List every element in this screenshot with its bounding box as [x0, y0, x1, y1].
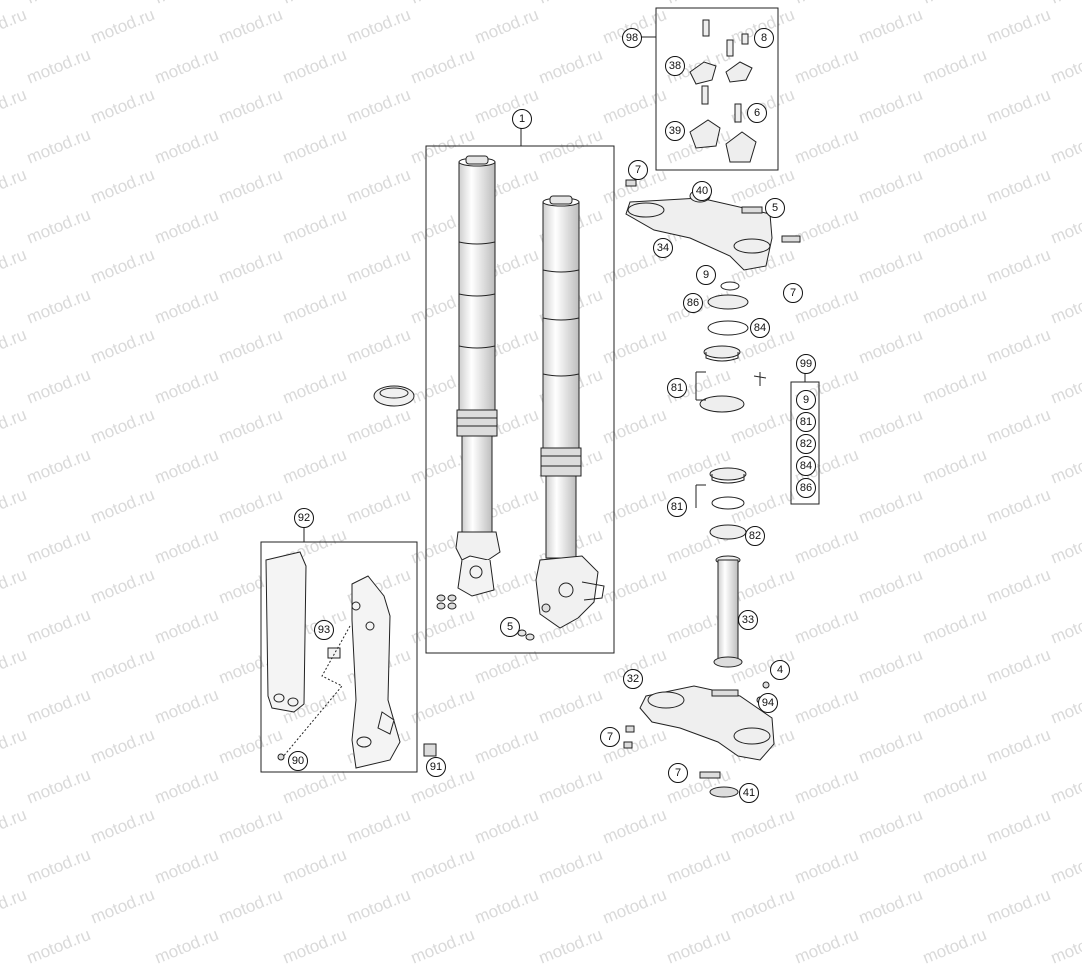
watermark-text: motod.ru	[856, 884, 926, 928]
callout-81-lower: 81	[667, 497, 687, 517]
seal-84	[707, 320, 749, 336]
watermark-text: motod.ru	[152, 924, 222, 968]
watermark-text: motod.ru	[920, 844, 990, 888]
callout-86: 86	[683, 293, 703, 313]
callout-38: 38	[665, 56, 685, 76]
fork-guard-parts	[265, 551, 401, 769]
watermark-text: motod.ru	[216, 884, 286, 928]
callout-39: 39	[665, 121, 685, 141]
watermark-text: motod.ru	[408, 844, 478, 888]
seal-82	[709, 524, 747, 540]
watermark-text: motod.ru	[536, 924, 606, 968]
watermark-text: motod.ru	[0, 884, 30, 928]
callout-82: 82	[745, 526, 765, 546]
callout-5-fork: 5	[500, 617, 520, 637]
watermark-text: motod.ru	[1048, 924, 1082, 968]
upper-clamp-bolts	[625, 179, 801, 243]
callout-kit-81: 81	[796, 412, 816, 432]
watermark-text: motod.ru	[344, 884, 414, 928]
bearing-81-lower	[709, 467, 747, 481]
callout-7-bottom: 7	[668, 763, 688, 783]
watermark-text: motod.ru	[152, 844, 222, 888]
fork-seal-ring	[373, 385, 415, 407]
callout-40: 40	[692, 181, 712, 201]
callout-81-upper: 81	[667, 378, 687, 398]
callout-33: 33	[738, 610, 758, 630]
dust-seal-86	[707, 294, 749, 310]
callout-7-right: 7	[783, 283, 803, 303]
washer-pair	[517, 629, 535, 641]
callout-93: 93	[314, 620, 334, 640]
callout-7-lower: 7	[600, 727, 620, 747]
left-fork-leg	[436, 155, 501, 610]
watermark-text: motod.ru	[984, 884, 1054, 928]
callout-7-top: 7	[628, 160, 648, 180]
watermark-text: motod.ru	[1048, 844, 1082, 888]
right-fork-leg	[535, 195, 605, 629]
watermark-text: motod.ru	[664, 844, 734, 888]
watermark-text: motod.ru	[280, 844, 350, 888]
fork-group-box	[425, 145, 615, 654]
callout-6: 6	[747, 103, 767, 123]
callout-34: 34	[653, 238, 673, 258]
watermark-text: motod.ru	[408, 924, 478, 968]
callout-92: 92	[294, 508, 314, 528]
callout-91: 91	[426, 757, 446, 777]
callout-8: 8	[754, 28, 774, 48]
bearing-81-upper	[703, 345, 741, 359]
bearing-81-race	[699, 395, 745, 413]
callout-5-top: 5	[765, 198, 785, 218]
watermark-text: motod.ru	[792, 924, 862, 968]
watermark-text: motod.ru	[24, 844, 94, 888]
upper-triple-clamp	[625, 189, 773, 271]
watermark-text: motod.ru	[536, 844, 606, 888]
watermark-text: motod.ru	[600, 884, 670, 928]
callout-94: 94	[758, 693, 778, 713]
watermark-text: motod.ru	[280, 924, 350, 968]
callout-kit-9: 9	[796, 390, 816, 410]
callout-kit-84: 84	[796, 456, 816, 476]
callout-99: 99	[796, 354, 816, 374]
lower-triple-clamp	[639, 685, 775, 761]
callout-98: 98	[622, 28, 642, 48]
callout-1: 1	[512, 109, 532, 129]
parts-drawing	[260, 7, 820, 798]
callout-90: 90	[288, 751, 308, 771]
steering-stem	[713, 555, 743, 668]
watermark-text: motod.ru	[920, 924, 990, 968]
callout-kit-86: 86	[796, 478, 816, 498]
clamp-kit-box	[655, 7, 779, 171]
callout-32: 32	[623, 669, 643, 689]
watermark-text: motod.ru	[472, 884, 542, 928]
fork-guard-box	[260, 541, 418, 773]
watermark-text: motod.ru	[24, 924, 94, 968]
callout-9: 9	[696, 265, 716, 285]
watermark-text: motod.ru	[88, 884, 158, 928]
callout-kit-82: 82	[796, 434, 816, 454]
callout-4: 4	[770, 660, 790, 680]
callout-41: 41	[739, 783, 759, 803]
clamp-kit-parts	[689, 19, 757, 163]
watermark-text: motod.ru	[664, 924, 734, 968]
watermark-text: motod.ru	[728, 884, 798, 928]
watermark-text: motod.ru	[792, 844, 862, 888]
o-ring-9	[720, 281, 740, 291]
callout-84: 84	[750, 318, 770, 338]
